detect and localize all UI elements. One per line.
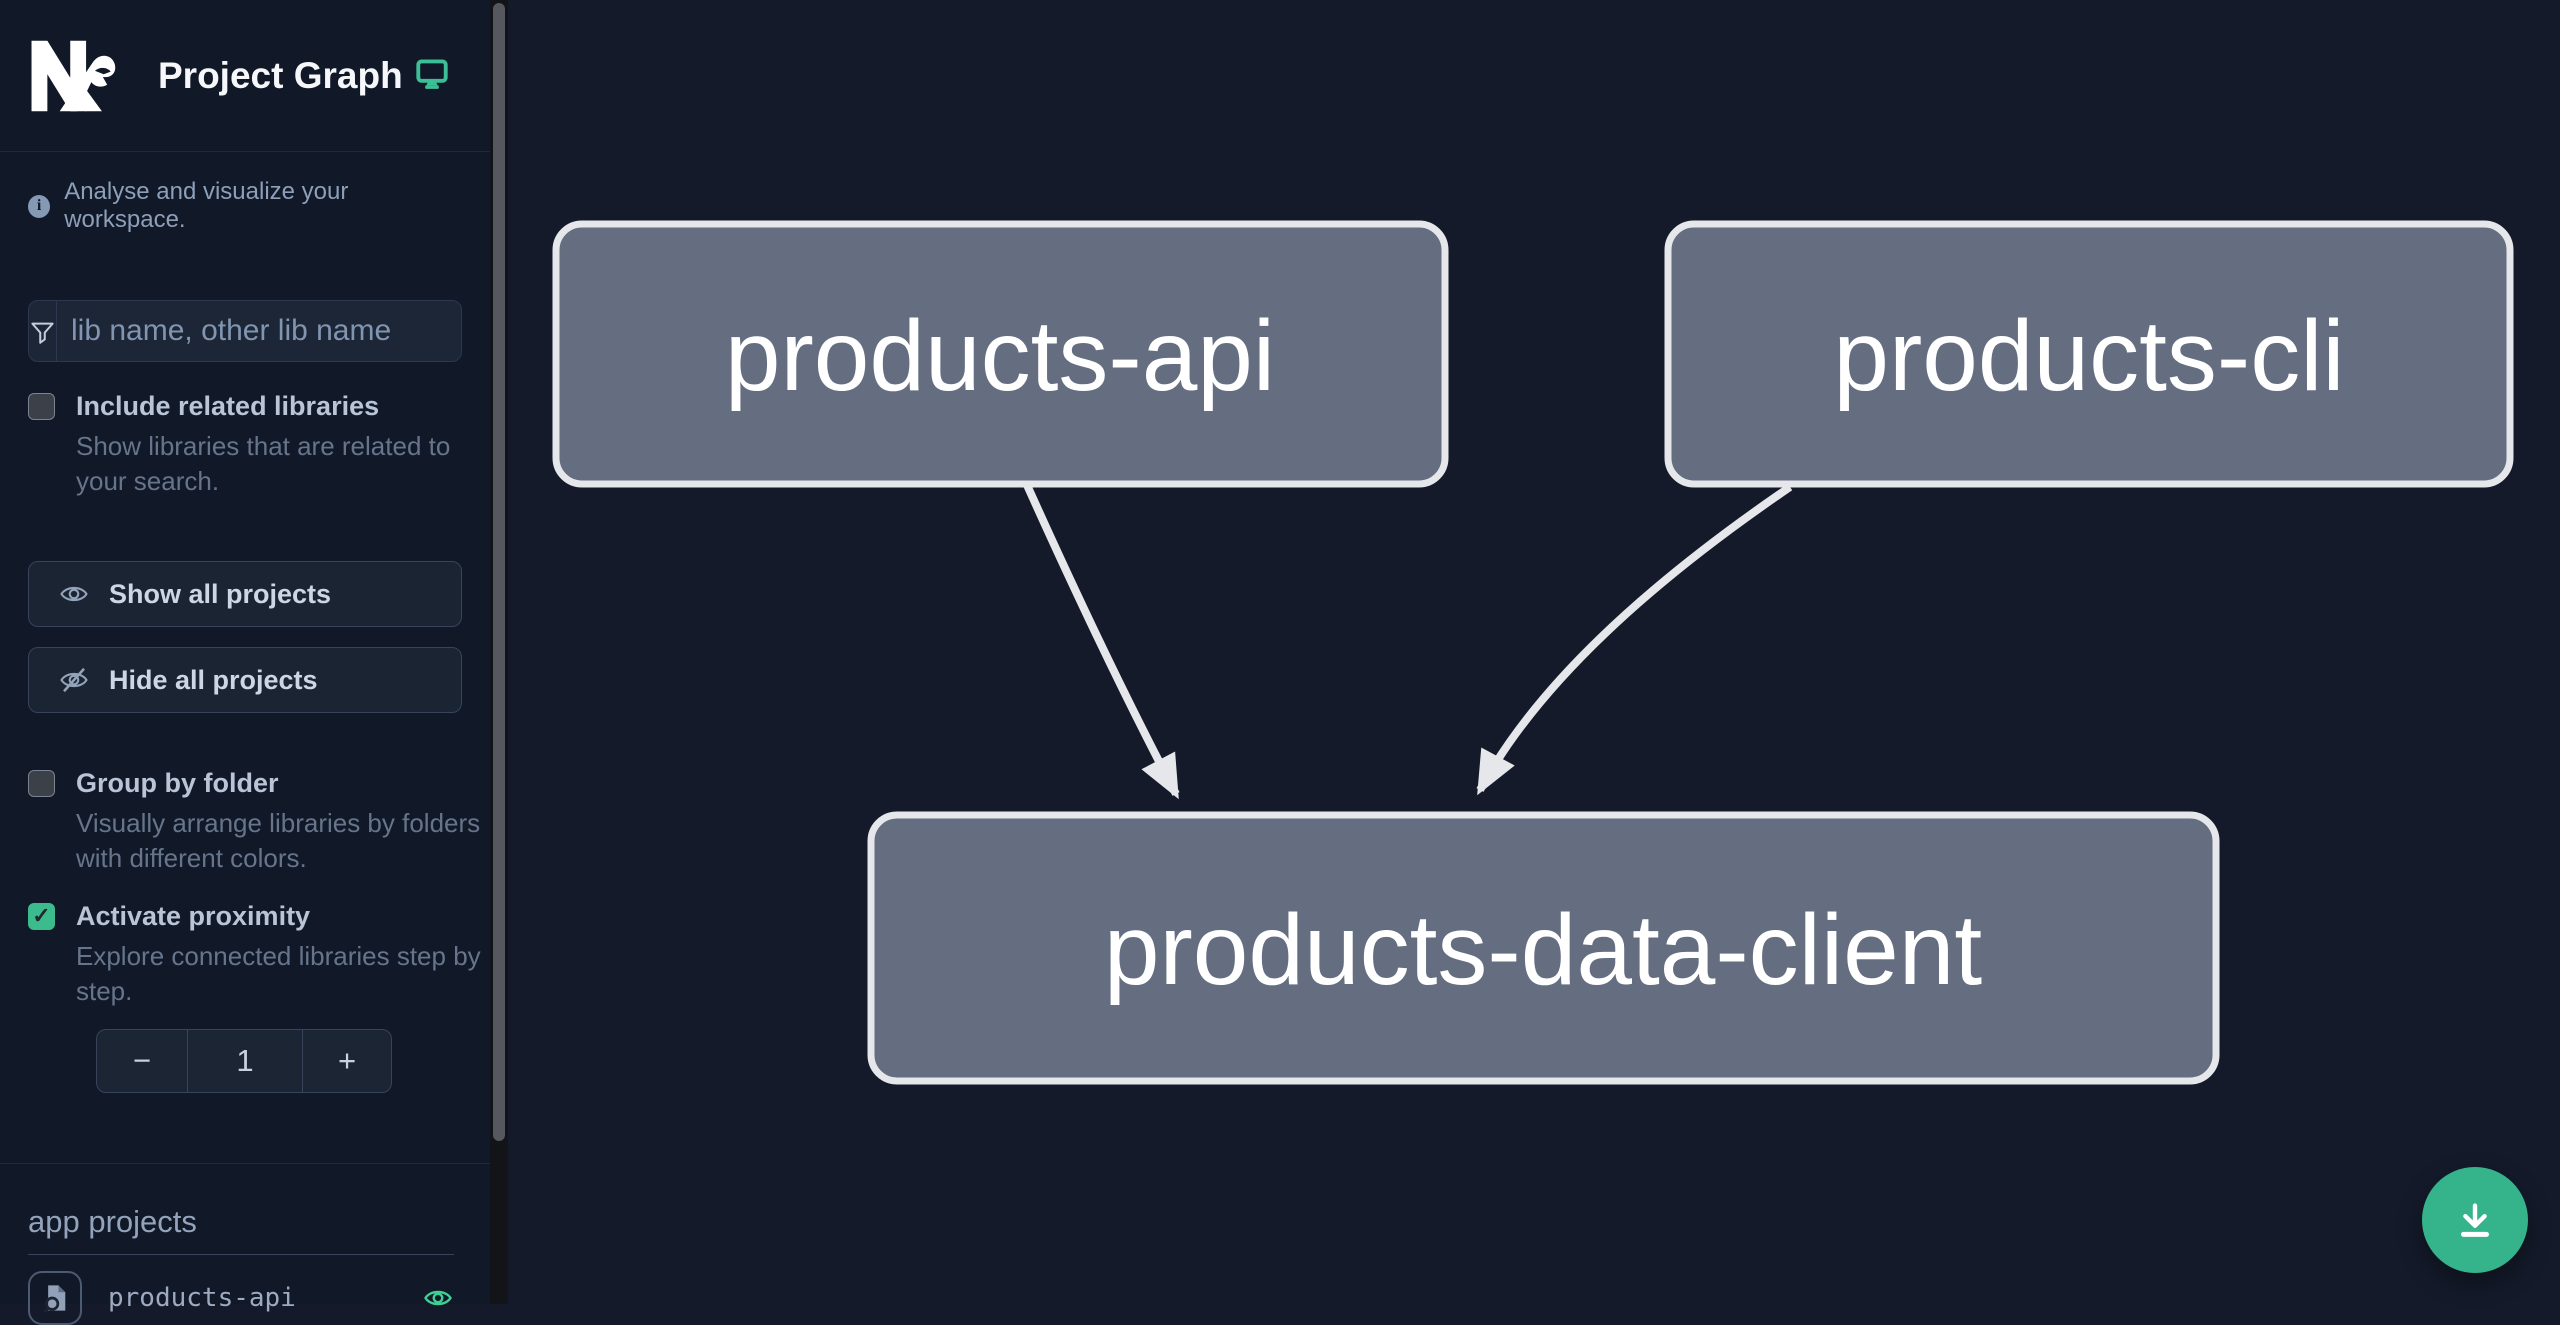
open-in-browser-button[interactable] (416, 59, 448, 92)
activate-proximity-checkbox[interactable]: ✓ (28, 903, 55, 930)
project-name: products-api (108, 1283, 296, 1313)
focus-project-button[interactable] (28, 1271, 82, 1325)
app-projects-rule (28, 1254, 454, 1255)
activate-proximity-description: Explore connected libraries step by step… (76, 941, 481, 1006)
group-by-folder-checkbox[interactable] (28, 770, 55, 797)
eye-off-icon (60, 667, 88, 693)
include-related-label[interactable]: Include related libraries (76, 391, 380, 421)
node-products-cli[interactable]: products-cli (1664, 220, 2514, 488)
proximity-increment-button[interactable]: + (303, 1030, 391, 1092)
node-products-data-client[interactable]: products-data-client (867, 811, 2220, 1085)
sidebar-scrollbar[interactable] (490, 0, 508, 1304)
group-by-folder-label[interactable]: Group by folder (76, 768, 279, 798)
download-icon (2461, 1203, 2489, 1237)
activate-proximity-row: ✓ Activate proximity Explore connected l… (28, 902, 481, 1009)
group-by-folder-row: Group by folder Visually arrange librari… (28, 769, 480, 876)
workspace-tagline: Analyse and visualize your workspace. (64, 178, 349, 233)
hide-all-projects-button[interactable]: Hide all projects (28, 647, 462, 713)
filter-input[interactable] (57, 301, 461, 361)
proximity-depth-value: 1 (187, 1030, 303, 1092)
monitor-icon (416, 59, 448, 89)
group-by-folder-description: Visually arrange libraries by folders wi… (76, 808, 481, 873)
proximity-depth-stepper: − 1 + (96, 1029, 392, 1093)
filter-box (28, 300, 462, 362)
sidebar-section-divider (0, 1163, 490, 1164)
edge-products-cli-to-products-data-client (1476, 483, 1793, 796)
proximity-decrement-button[interactable]: − (97, 1030, 187, 1092)
sidebar-header: Project Graph (0, 0, 490, 152)
check-icon: ✓ (32, 902, 51, 928)
scrollbar-thumb[interactable] (493, 3, 505, 1141)
node-products-api[interactable]: products-api (552, 220, 1449, 488)
project-graph-canvas[interactable]: products-api products-cli products-data-… (508, 0, 2560, 1304)
eye-green-icon (424, 1290, 452, 1306)
edge-products-api-to-products-data-client (1023, 483, 1180, 800)
page-title: Project Graph (158, 54, 403, 96)
activate-proximity-label[interactable]: Activate proximity (76, 901, 311, 931)
project-list-item: products-api (28, 1271, 462, 1325)
sidebar: Project Graph i Analyse and visualize yo… (0, 0, 490, 1325)
project-visibility-toggle[interactable] (422, 1283, 454, 1313)
focus-document-icon (43, 1285, 66, 1313)
include-related-description: Show libraries that are related to your … (76, 431, 451, 496)
hide-all-projects-label: Hide all projects (109, 664, 318, 695)
info-icon: i (28, 194, 51, 218)
graph-svg: products-api products-cli products-data-… (552, 220, 2514, 1085)
app-projects-heading: app projects (28, 1204, 197, 1239)
nx-logo-icon (31, 40, 116, 111)
include-related-checkbox[interactable] (28, 393, 55, 420)
funnel-icon (29, 301, 57, 361)
show-all-projects-label: Show all projects (109, 578, 332, 609)
eye-icon (60, 586, 88, 602)
include-related-row: Include related libraries Show libraries… (28, 392, 462, 499)
show-all-projects-button[interactable]: Show all projects (28, 561, 462, 627)
workspace-tagline-row: i Analyse and visualize your workspace. (28, 178, 462, 234)
download-graph-button[interactable] (2422, 1167, 2528, 1273)
